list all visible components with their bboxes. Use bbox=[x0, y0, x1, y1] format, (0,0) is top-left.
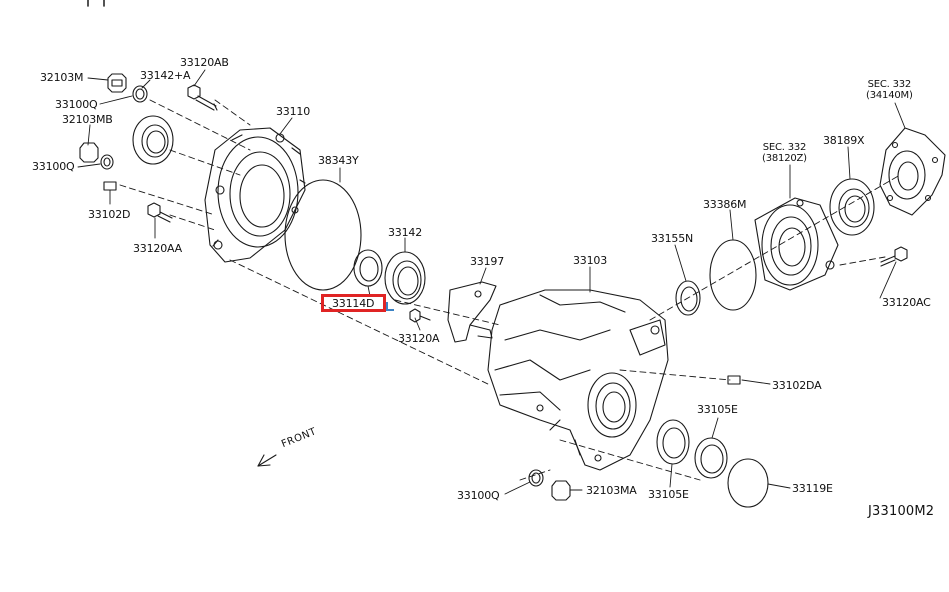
washer-33100Q-top bbox=[132, 85, 148, 103]
seal-33114D bbox=[353, 249, 383, 287]
selected-part-highlight bbox=[321, 294, 386, 312]
oil-seal-33105E-right bbox=[694, 437, 728, 479]
washer-33100Q-mid bbox=[100, 154, 114, 170]
oil-seal-33105E-left bbox=[656, 419, 690, 465]
part-label-33103: 33103 bbox=[573, 254, 607, 267]
selected-part-accent-mark bbox=[386, 302, 394, 311]
bolt-33120AC bbox=[880, 246, 908, 267]
bolt-33120AB bbox=[187, 84, 218, 111]
part-label-33142: 33142 bbox=[388, 226, 422, 239]
sec-ref-subtext: (34140M) bbox=[866, 90, 913, 101]
part-label-33100Q-bottom: 33100Q bbox=[457, 489, 500, 502]
diagram-code: J33100M2 bbox=[868, 504, 935, 519]
shim-33155N bbox=[675, 280, 701, 316]
part-label-33197: 33197 bbox=[470, 255, 504, 268]
snap-ring-33386M bbox=[709, 239, 757, 311]
part-label-33100Q-mid: 33100Q bbox=[32, 160, 75, 173]
o-ring-33119E bbox=[727, 458, 769, 508]
oil-seal-33142-left bbox=[132, 115, 174, 165]
part-label-33120AC: 33120AC bbox=[882, 296, 931, 309]
part-label-32103M: 32103M bbox=[40, 71, 84, 84]
sec-ref-subtext: (38120Z) bbox=[762, 153, 807, 164]
flange-sec332 bbox=[879, 127, 946, 216]
part-label-33100Q-top: 33100Q bbox=[55, 98, 98, 111]
dowel-33102D bbox=[103, 181, 117, 191]
part-label-sec332-38120Z: SEC. 332 (38120Z) bbox=[762, 142, 807, 164]
sec-ref-text: SEC. 332 bbox=[867, 79, 912, 90]
part-label-33386M: 33386M bbox=[703, 198, 747, 211]
leader-lines bbox=[77, 69, 906, 495]
part-label-33120AB: 33120AB bbox=[180, 56, 229, 69]
adapter-case-33110 bbox=[204, 127, 306, 263]
part-label-33102DA: 33102DA bbox=[772, 379, 822, 392]
bearing-assembly-sec332 bbox=[754, 197, 839, 291]
bolt-33120A bbox=[409, 308, 431, 323]
part-label-sec332-34140M: SEC. 332 (34140M) bbox=[866, 79, 913, 101]
part-label-33102D: 33102D bbox=[88, 208, 131, 221]
bolt-33120AA bbox=[147, 202, 173, 223]
plug-32103MA bbox=[551, 480, 571, 501]
o-ring-38343Y bbox=[284, 179, 362, 291]
oil-seal-33142-right bbox=[384, 251, 426, 305]
part-label-33114D: 33114D bbox=[332, 297, 375, 310]
part-label-33120A: 33120A bbox=[398, 332, 440, 345]
sec-ref-text: SEC. 332 bbox=[762, 142, 807, 153]
part-label-33120AA: 33120AA bbox=[133, 242, 182, 255]
seal-38189X bbox=[829, 178, 875, 236]
part-label-33105E-right: 33105E bbox=[697, 403, 738, 416]
part-label-33142A: 33142+A bbox=[140, 69, 191, 82]
transfer-case-33103 bbox=[487, 289, 669, 471]
part-label-32103MB: 32103MB bbox=[62, 113, 113, 126]
part-label-32103MA: 32103MA bbox=[586, 484, 637, 497]
part-label-33119E: 33119E bbox=[792, 482, 833, 495]
part-label-33110: 33110 bbox=[276, 105, 310, 118]
washer-33100Q-bottom bbox=[528, 469, 544, 487]
bracket-33197 bbox=[447, 281, 497, 343]
front-arrow-icon bbox=[257, 454, 277, 467]
plug-32103MB bbox=[79, 142, 99, 163]
part-label-33155N: 33155N bbox=[651, 232, 694, 245]
part-label-33105E-left: 33105E bbox=[648, 488, 689, 501]
part-label-38343Y: 38343Y bbox=[318, 154, 359, 167]
assembly-center-lines bbox=[119, 99, 901, 481]
dowel-33102DA bbox=[727, 375, 741, 385]
part-label-38189X: 38189X bbox=[823, 134, 865, 147]
plug-32103M bbox=[107, 73, 127, 93]
